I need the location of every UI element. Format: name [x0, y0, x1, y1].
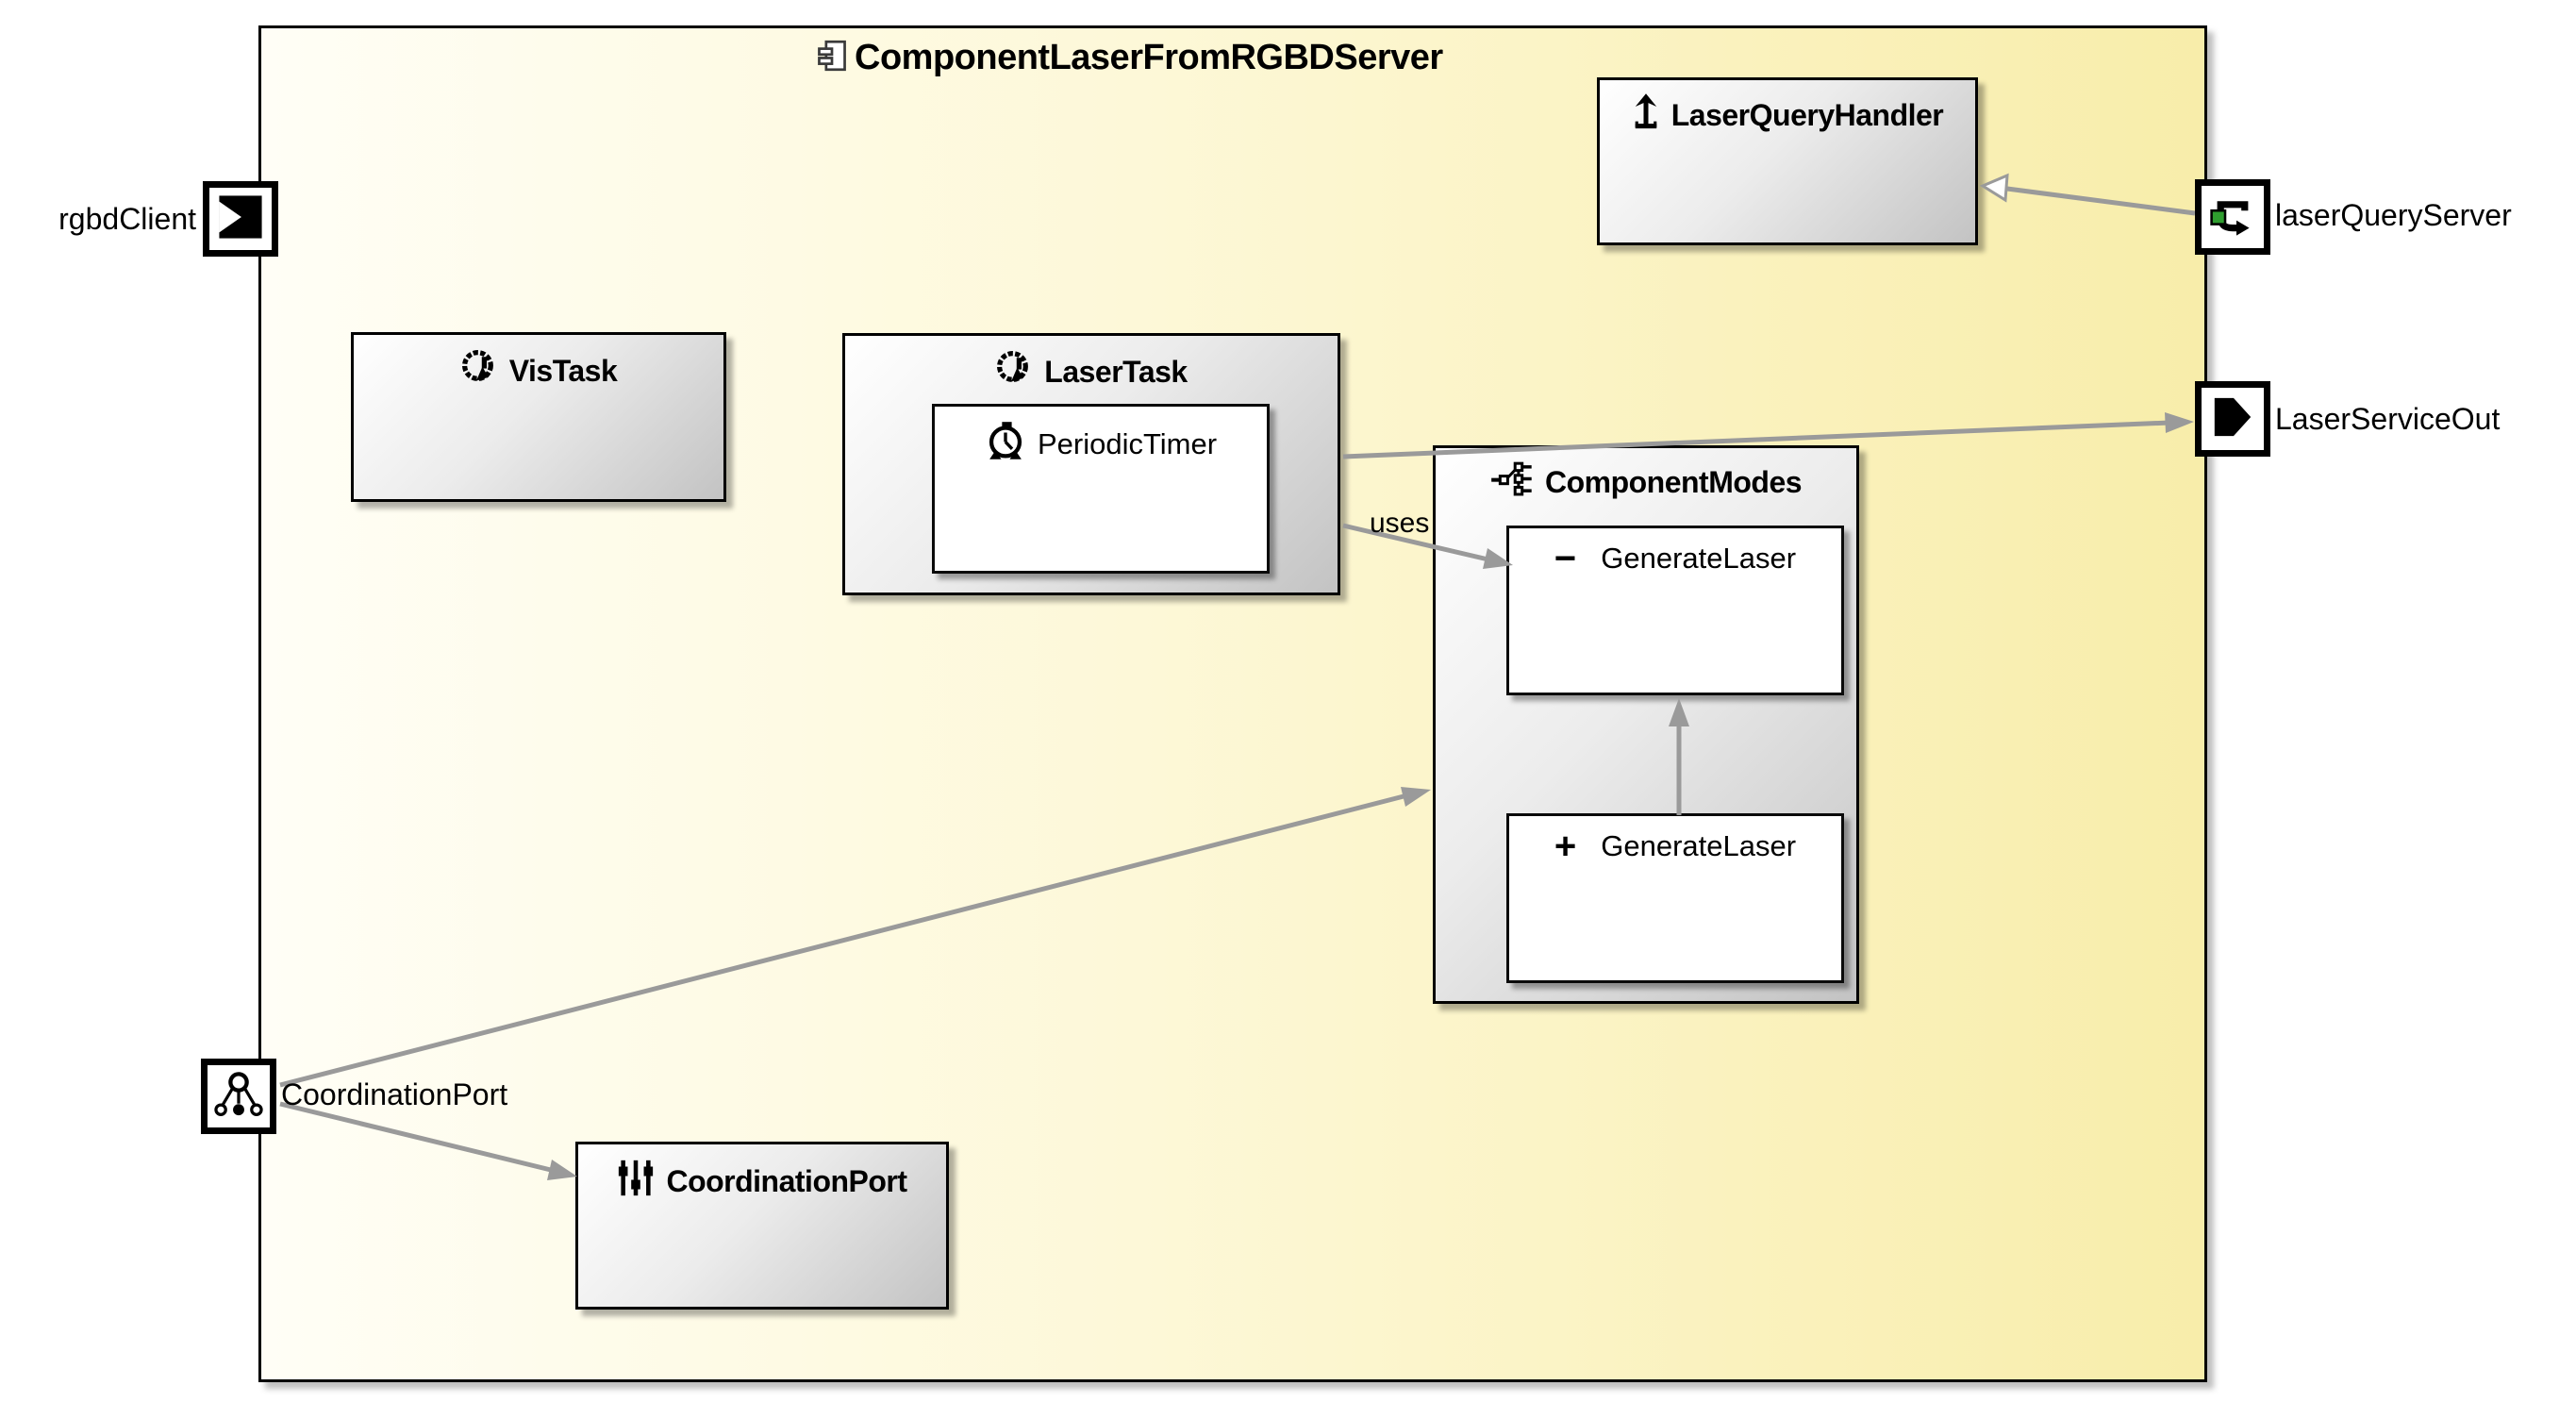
generate-laser-private-header: − GenerateLaser: [1509, 528, 1841, 579]
vis-task-title: VisTask: [508, 353, 618, 388]
uml-component-icon: [817, 39, 847, 77]
component-modes-header: ComponentModes: [1436, 448, 1856, 504]
node-vis-task[interactable]: VisTask: [351, 332, 726, 502]
node-periodic-timer[interactable]: PeriodicTimer: [932, 404, 1270, 574]
coordination-port-icon: [213, 1069, 264, 1125]
node-generate-laser-public[interactable]: + GenerateLaser: [1506, 813, 1844, 983]
node-generate-laser-private[interactable]: − GenerateLaser: [1506, 526, 1844, 695]
sliders-icon: [617, 1158, 655, 1206]
port-coordination[interactable]: [201, 1059, 276, 1134]
rgbd-client-label: rgbdClient: [58, 202, 196, 236]
periodic-timer-header: PeriodicTimer: [935, 407, 1267, 469]
node-coordination-port[interactable]: CoordinationPort: [575, 1142, 949, 1310]
generate-laser-private-label: GenerateLaser: [1601, 542, 1797, 575]
coordination-port-header: CoordinationPort: [578, 1144, 946, 1206]
laser-task-header: LaserTask: [845, 336, 1338, 394]
visibility-private-icon: −: [1554, 538, 1577, 579]
frame-title: ComponentLaserFromRGBDServer: [855, 38, 1443, 77]
client-port-icon: [218, 194, 263, 244]
generate-laser-public-label: GenerateLaser: [1601, 829, 1797, 862]
coordination-port-box-title: CoordinationPort: [666, 1164, 907, 1198]
coordination-port-label: CoordinationPort: [281, 1077, 508, 1111]
task-cycle-icon: [460, 348, 498, 393]
periodic-timer-label: PeriodicTimer: [1037, 427, 1218, 460]
alarm-clock-icon: [985, 420, 1026, 469]
visibility-public-icon: +: [1554, 826, 1577, 867]
generate-laser-public-header: + GenerateLaser: [1509, 816, 1841, 867]
port-laser-query-server[interactable]: [2195, 179, 2270, 255]
laser-query-handler-title: LaserQueryHandler: [1670, 97, 1944, 132]
modes-tree-icon: [1490, 461, 1534, 504]
frame-title-row: ComponentLaserFromRGBDServer: [817, 38, 1443, 78]
port-laser-service-out[interactable]: [2195, 381, 2270, 457]
port-rgbd-client[interactable]: [203, 181, 278, 257]
handler-up-arrow-icon: [1632, 93, 1660, 137]
node-laser-query-handler[interactable]: LaserQueryHandler: [1597, 77, 1978, 245]
query-server-port-icon: [2209, 192, 2256, 242]
component-modes-title: ComponentModes: [1544, 465, 1803, 499]
laser-query-handler-header: LaserQueryHandler: [1600, 80, 1975, 137]
task-cycle-icon: [995, 349, 1033, 394]
service-out-port-icon: [2210, 394, 2255, 444]
laser-query-server-label: laserQueryServer: [2275, 198, 2512, 232]
uses-connection-label: uses: [1370, 508, 1430, 539]
vis-task-header: VisTask: [354, 335, 723, 393]
laser-task-title: LaserTask: [1044, 354, 1188, 389]
laser-service-out-label: LaserServiceOut: [2275, 402, 2501, 436]
